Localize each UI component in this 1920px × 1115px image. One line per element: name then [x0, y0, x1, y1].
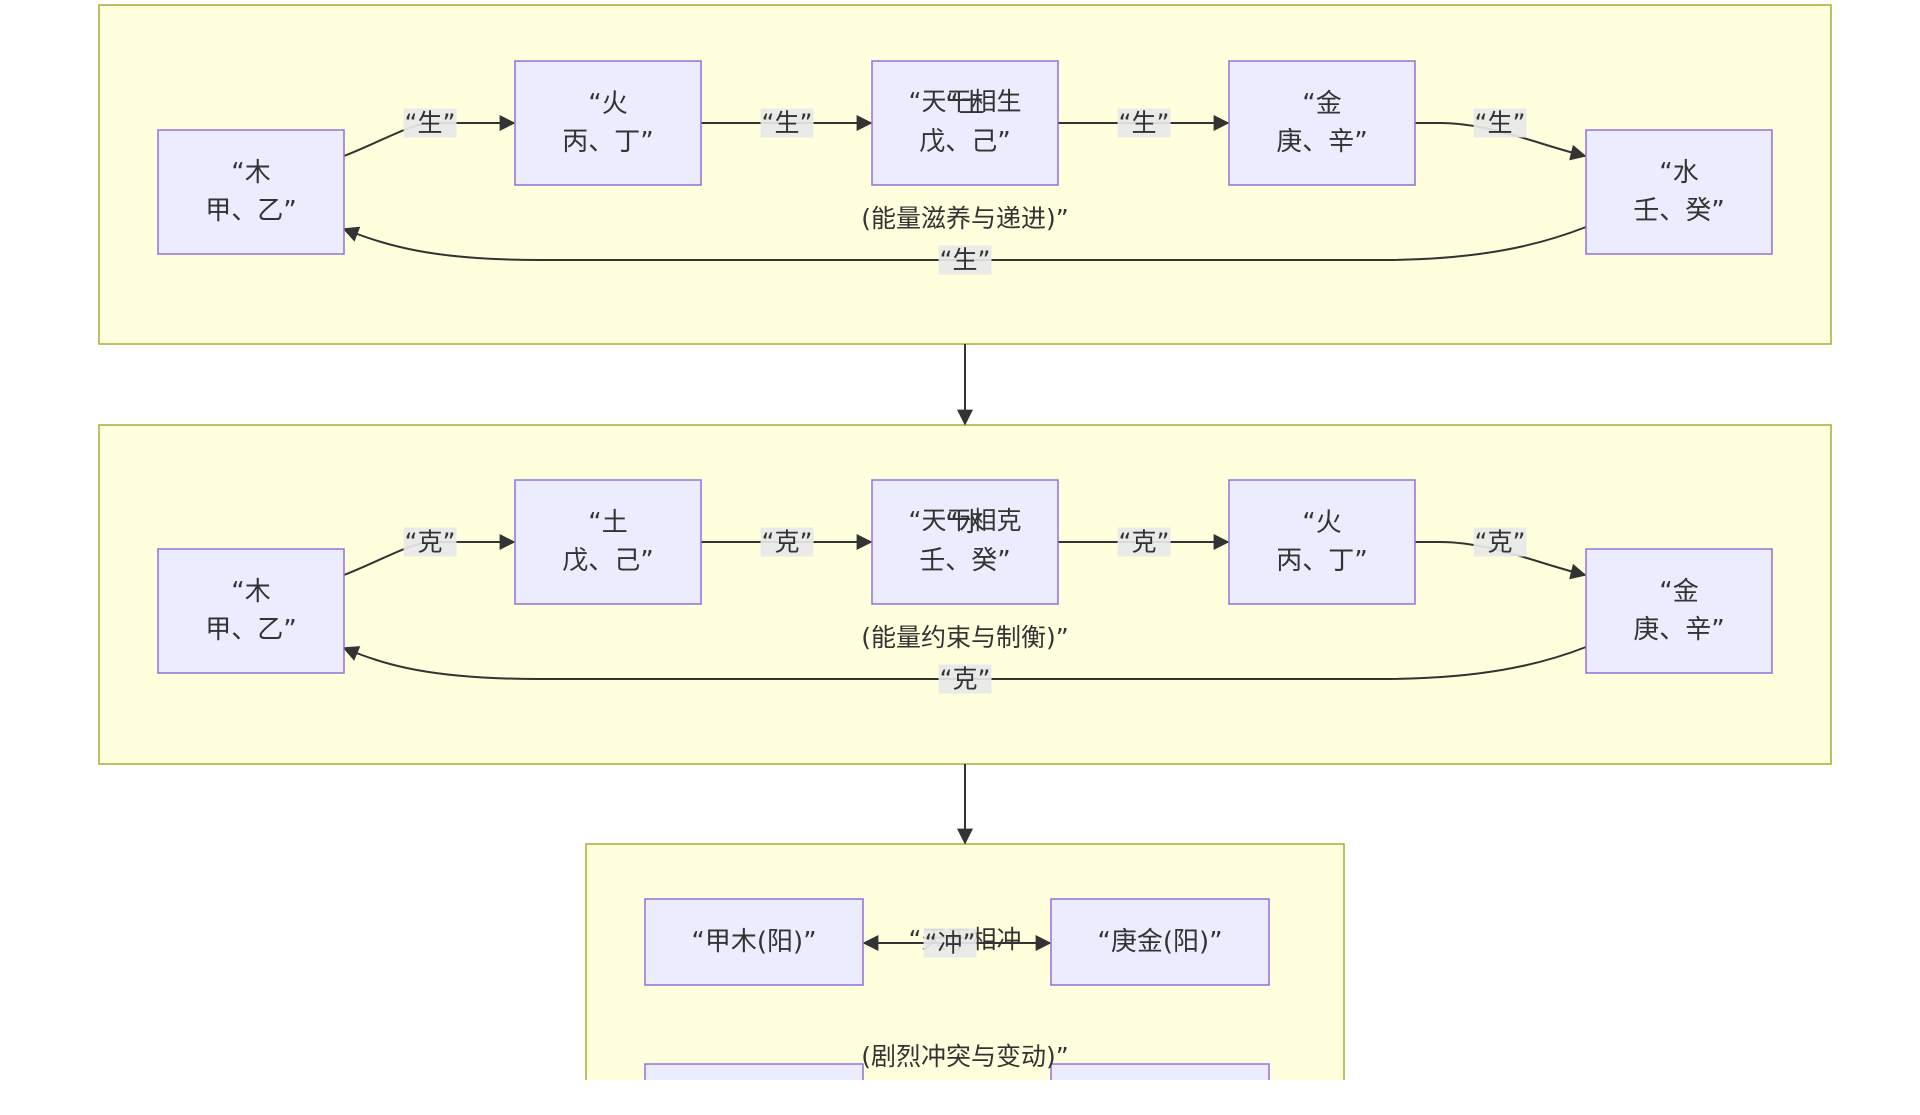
node-ke-tu [514, 479, 702, 605]
edge-label-sheng-huo-tu: “生” [760, 108, 814, 138]
node-sheng-tu-line1: “土 [945, 89, 985, 119]
node-sheng-tu-line2: 戊、己” [919, 127, 1011, 157]
node-sheng-jin-label: “金 庚、辛” [1229, 61, 1415, 185]
node-sheng-huo-line1: “火 [588, 89, 628, 119]
node-ke-mu-label: “木 甲、乙” [158, 549, 344, 673]
node-ke-jin [1585, 548, 1773, 674]
node-sheng-tu [871, 60, 1059, 186]
node-chong-jia [644, 898, 864, 986]
wuxing-flowchart [98, 4, 1832, 1080]
node-chong-geng [1050, 898, 1270, 986]
node-ke-mu-line2: 甲、乙” [205, 615, 297, 645]
node-ke-mu-line1: “木 [231, 577, 271, 607]
node-sheng-mu-label: “木 甲、乙” [158, 130, 344, 254]
node-sheng-huo-line2: 丙、丁” [562, 127, 654, 157]
cluster-title-sheng-line1: “天干相生 [908, 87, 1022, 116]
node-ke-shui [871, 479, 1059, 605]
cluster-title-ke-line2: (能量约束与制衡)” [861, 623, 1069, 652]
edge-label-ke-tu-shui: “克” [760, 527, 814, 557]
edge-label-sheng-jin-shui: “生” [1473, 108, 1527, 138]
node-sheng-mu-line1: “木 [231, 158, 271, 188]
node-sheng-jin-line2: 庚、辛” [1276, 127, 1368, 157]
node-chong-partial-left [644, 1063, 864, 1080]
node-chong-jia-text: “甲木(阳)” [691, 927, 817, 957]
cluster-title-ke-line1: “天干相克 [908, 506, 1022, 535]
node-ke-huo-line2: 丙、丁” [1276, 546, 1368, 576]
cluster-title-ke: “天干相克 (能量约束与制衡)” [861, 423, 1068, 696]
node-sheng-shui-line1: “水 [1659, 158, 1699, 188]
node-sheng-shui [1585, 129, 1773, 255]
node-sheng-shui-line2: 壬、癸” [1633, 196, 1725, 226]
node-chong-geng-text: “庚金(阳)” [1097, 927, 1223, 957]
node-ke-shui-line2: 壬、癸” [919, 546, 1011, 576]
node-sheng-huo [514, 60, 702, 186]
node-sheng-shui-label: “水 壬、癸” [1586, 130, 1772, 254]
edge-label-ke-huo-jin: “克” [1473, 527, 1527, 557]
node-chong-partial-right [1050, 1063, 1270, 1080]
edge-label-ke-jin-mu: “克” [938, 664, 992, 694]
edge-label-sheng-shui-mu: “生” [938, 245, 992, 275]
node-ke-tu-line1: “土 [588, 508, 628, 538]
node-ke-tu-label: “土 戊、己” [515, 480, 701, 604]
node-ke-jin-line2: 庚、辛” [1633, 615, 1725, 645]
node-sheng-tu-label: “土 戊、己” [872, 61, 1058, 185]
edge-label-ke-shui-huo: “克” [1117, 527, 1171, 557]
node-ke-huo-label: “火 丙、丁” [1229, 480, 1415, 604]
cluster-title-chong-line2: (剧烈冲突与变动)” [861, 1042, 1069, 1071]
node-ke-tu-line2: 戊、己” [562, 546, 654, 576]
node-sheng-huo-label: “火 丙、丁” [515, 61, 701, 185]
cluster-title-sheng: “天干相生 (能量滋养与递进)” [861, 4, 1068, 277]
node-sheng-jin [1228, 60, 1416, 186]
node-sheng-mu [157, 129, 345, 255]
node-ke-jin-line1: “金 [1659, 577, 1699, 607]
node-ke-huo-line1: “火 [1302, 508, 1342, 538]
edge-label-chong-jia-geng: “冲” [923, 928, 977, 958]
node-ke-jin-label: “金 庚、辛” [1586, 549, 1772, 673]
node-ke-huo [1228, 479, 1416, 605]
node-chong-jia-label: “甲木(阳)” [645, 899, 863, 985]
node-ke-shui-line1: “水 [945, 508, 985, 538]
edge-label-ke-mu-tu: “克” [403, 527, 457, 557]
node-ke-mu [157, 548, 345, 674]
cluster-title-sheng-line2: (能量滋养与递进)” [861, 204, 1069, 233]
edge-label-sheng-tu-jin: “生” [1117, 108, 1171, 138]
node-chong-geng-label: “庚金(阳)” [1051, 899, 1269, 985]
node-sheng-mu-line2: 甲、乙” [205, 196, 297, 226]
node-ke-shui-label: “水 壬、癸” [872, 480, 1058, 604]
edge-label-sheng-mu-huo: “生” [403, 108, 457, 138]
node-sheng-jin-line1: “金 [1302, 89, 1342, 119]
cluster-title-chong: “天干相冲 (剧烈冲突与变动)” [861, 842, 1068, 1115]
